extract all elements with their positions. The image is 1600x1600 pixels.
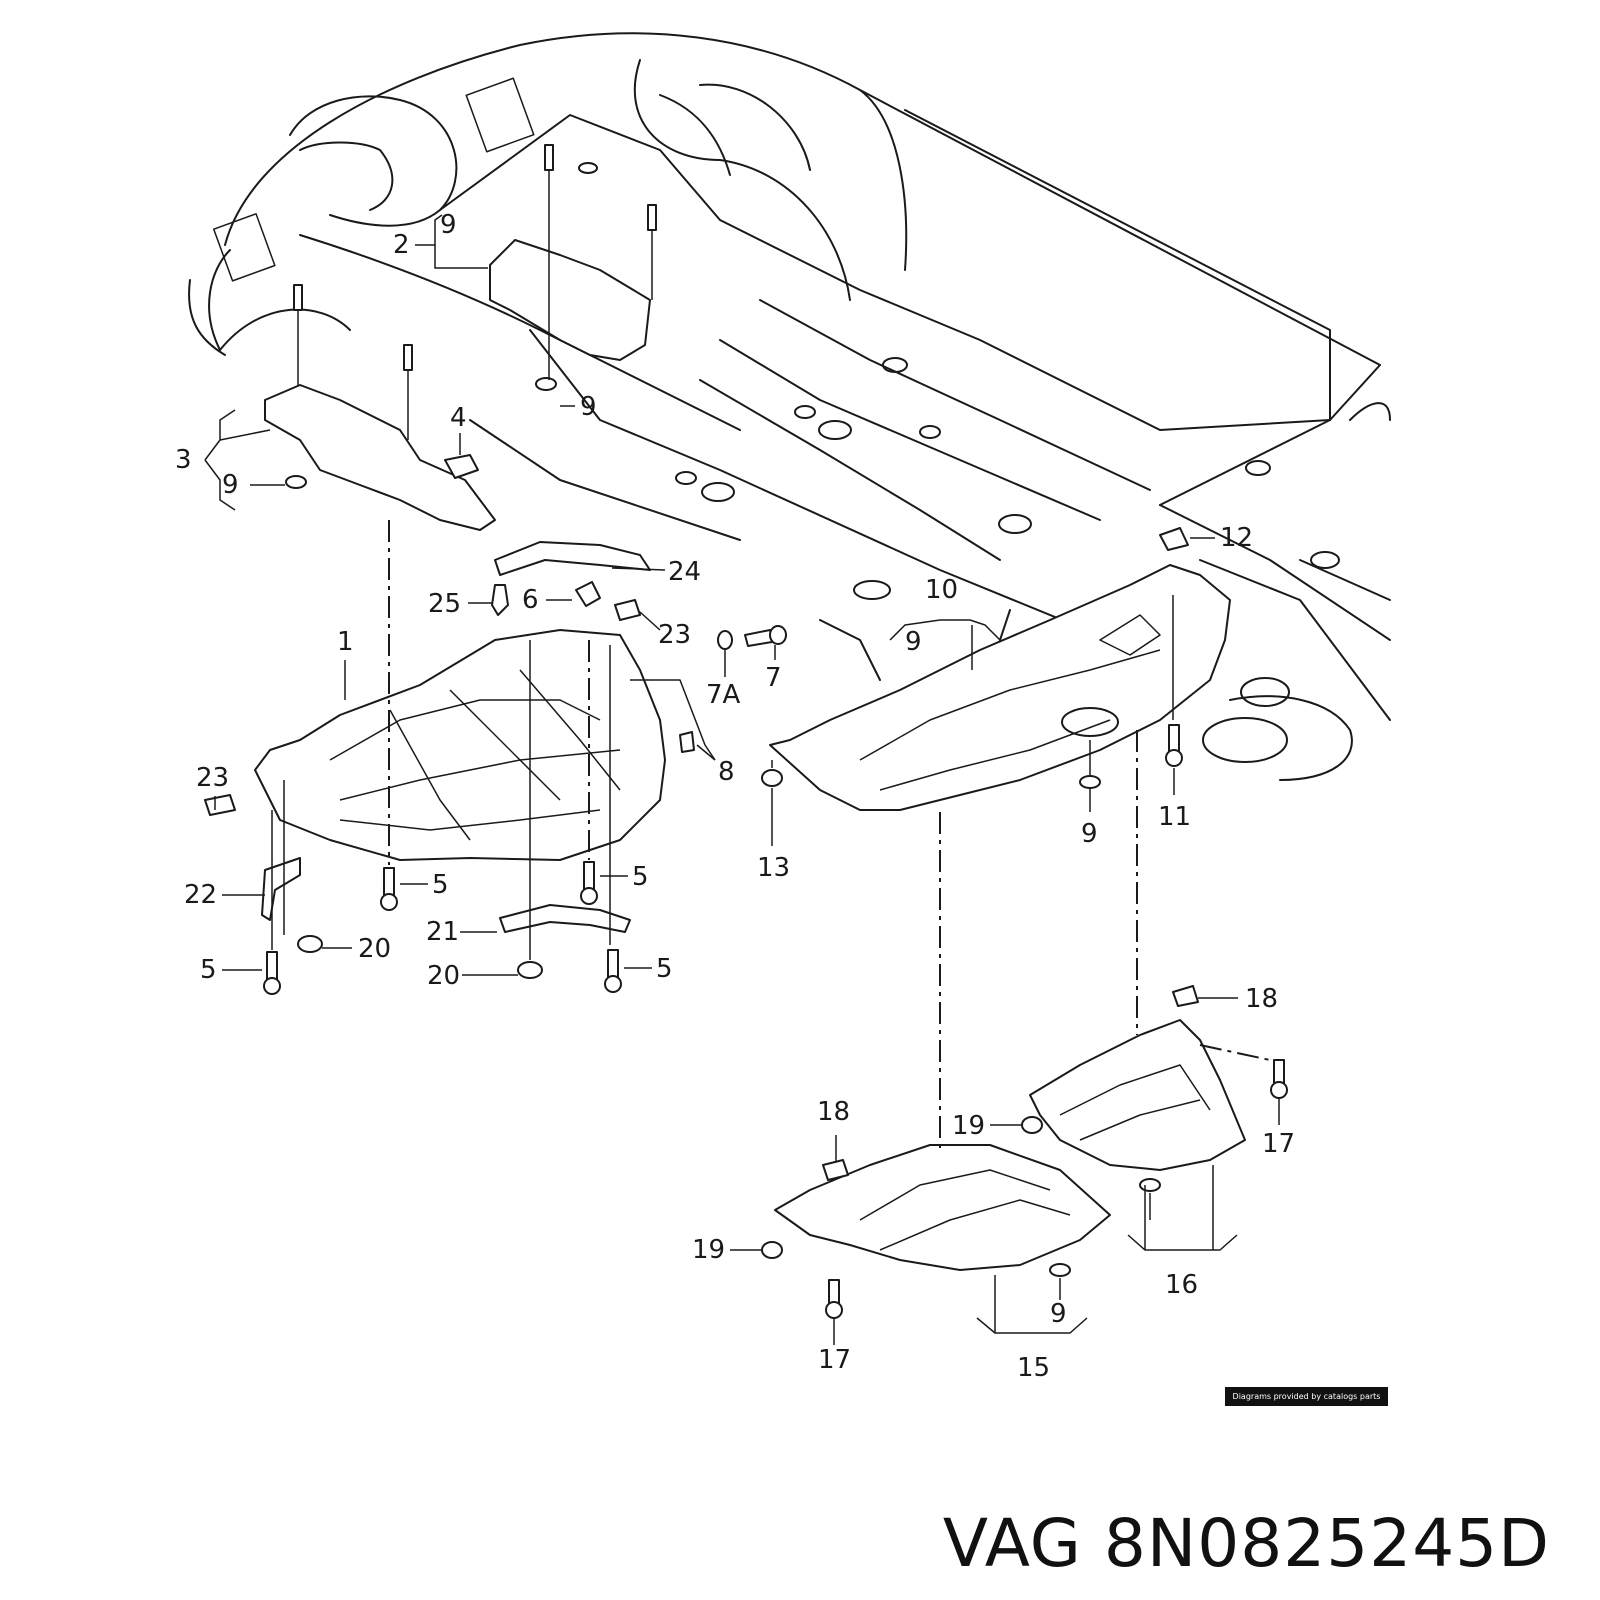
label-1: 1 xyxy=(337,627,354,657)
label-23: 23 xyxy=(196,763,229,793)
part-caption: VAG 8N0825245D xyxy=(850,1505,1550,1582)
label-12: 12 xyxy=(1220,523,1253,553)
label-4: 4 xyxy=(450,403,467,433)
label-7: 7 xyxy=(765,663,782,693)
label-5: 5 xyxy=(200,955,217,985)
label-17: 17 xyxy=(818,1345,851,1375)
assembly-lines xyxy=(271,170,1271,1150)
label-16: 16 xyxy=(1165,1270,1198,1300)
label-9: 9 xyxy=(1050,1299,1067,1329)
label-24: 24 xyxy=(668,557,701,587)
label-22: 22 xyxy=(184,880,217,910)
label-9: 9 xyxy=(1081,819,1098,849)
label-13: 13 xyxy=(757,853,790,883)
label-9: 9 xyxy=(222,470,239,500)
brand-name: VAG xyxy=(942,1505,1082,1582)
car-body xyxy=(188,32,1391,781)
label-18: 18 xyxy=(1245,984,1278,1014)
label-2: 2 xyxy=(393,230,410,260)
fasteners xyxy=(263,144,1288,1319)
label-21: 21 xyxy=(426,917,459,947)
label-8: 8 xyxy=(718,757,735,787)
label-18: 18 xyxy=(817,1097,850,1127)
label-19: 19 xyxy=(952,1111,985,1141)
label-9: 9 xyxy=(580,392,597,422)
callout-labels: 2 9 3 9 4 9 24 25 6 23 1 7A 7 8 10 9 12 … xyxy=(175,210,1295,1383)
label-19: 19 xyxy=(692,1235,725,1265)
label-15: 15 xyxy=(1017,1353,1050,1383)
label-5: 5 xyxy=(632,862,649,892)
credit-badge: Diagrams provided by catalogs parts xyxy=(1225,1387,1388,1406)
label-20: 20 xyxy=(427,961,460,991)
label-23: 23 xyxy=(658,620,691,650)
part-number: 8N0825245D xyxy=(1103,1505,1550,1582)
label-5: 5 xyxy=(432,870,449,900)
label-10: 10 xyxy=(925,575,958,605)
label-25: 25 xyxy=(428,589,461,619)
label-9: 9 xyxy=(440,210,457,240)
parts xyxy=(204,239,1246,1271)
label-11: 11 xyxy=(1158,802,1191,832)
label-9: 9 xyxy=(905,627,922,657)
label-6: 6 xyxy=(522,585,539,615)
leader-lines xyxy=(204,214,1280,1345)
label-17: 17 xyxy=(1262,1129,1295,1159)
label-7a: 7A xyxy=(706,680,741,710)
label-20: 20 xyxy=(358,934,391,964)
label-3: 3 xyxy=(175,445,192,475)
label-5: 5 xyxy=(656,954,673,984)
